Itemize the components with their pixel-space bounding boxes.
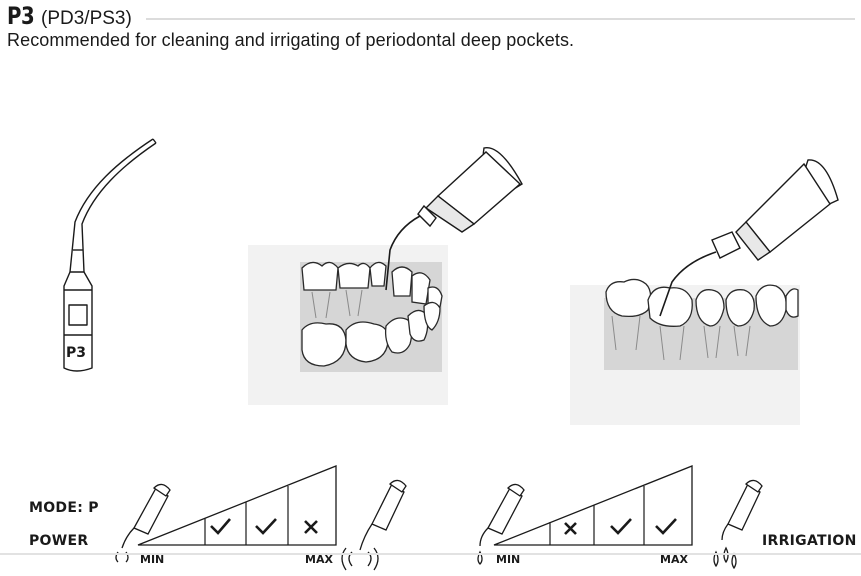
irrigation-label: IRRIGATION	[762, 533, 857, 549]
tip-variants: (PD3/PS3)	[41, 8, 132, 29]
tip-code: P3	[7, 2, 35, 30]
power-level-3-cross-icon	[304, 520, 318, 534]
power-min-handpiece-icon	[115, 483, 171, 563]
power-max-label: MAX	[305, 553, 333, 566]
tip-engraved-label: P3	[66, 345, 87, 361]
irrigation-min-label: MIN	[496, 553, 521, 566]
irrigation-min-handpiece-icon	[477, 483, 525, 565]
mode-label: MODE: P	[29, 500, 99, 516]
bottom-divider	[0, 553, 861, 555]
title-divider	[145, 18, 855, 20]
tip-description: Recommended for cleaning and irrigating …	[7, 30, 575, 50]
power-level-2-check-icon	[255, 518, 277, 535]
header: P3 (PD3/PS3) Recommended for cleaning an…	[7, 2, 855, 51]
power-level-1-check-icon	[210, 518, 231, 535]
irrigation-gauge	[477, 465, 763, 570]
irrigation-level-2-check-icon	[610, 518, 632, 535]
power-gauge	[115, 465, 407, 571]
power-min-label: MIN	[140, 553, 165, 566]
irrigation-max-label: MAX	[660, 553, 688, 566]
side-teeth-illustration	[570, 159, 839, 425]
power-label: POWER	[29, 533, 89, 549]
irrigation-level-1-cross-icon	[564, 522, 577, 535]
title-row: P3 (PD3/PS3)	[7, 2, 855, 32]
irrigation-level-3-check-icon	[655, 518, 677, 535]
jaw-illustration	[248, 146, 523, 405]
power-max-handpiece-icon	[341, 479, 407, 571]
scaler-tip-illustration	[63, 138, 157, 372]
irrigation-max-handpiece-icon	[713, 479, 763, 570]
